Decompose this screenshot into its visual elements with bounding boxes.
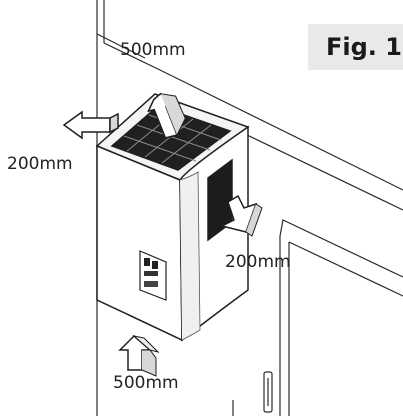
arrow-right-icon [219, 194, 263, 237]
figure-label: Fig. 1. [308, 24, 403, 70]
control-panel [139, 250, 167, 301]
clearance-left-label: 200mm [7, 154, 73, 174]
sauna-heater-icon [95, 93, 250, 342]
arrow-left-icon [62, 110, 119, 140]
arrow-up-icon [147, 92, 186, 139]
clearance-right-label: 200mm [225, 252, 291, 272]
clearance-top-label: 500mm [120, 40, 186, 60]
clearance-bottom-label: 500mm [113, 373, 179, 393]
door-handle-icon [263, 371, 273, 413]
arrow-down-icon [118, 334, 160, 377]
